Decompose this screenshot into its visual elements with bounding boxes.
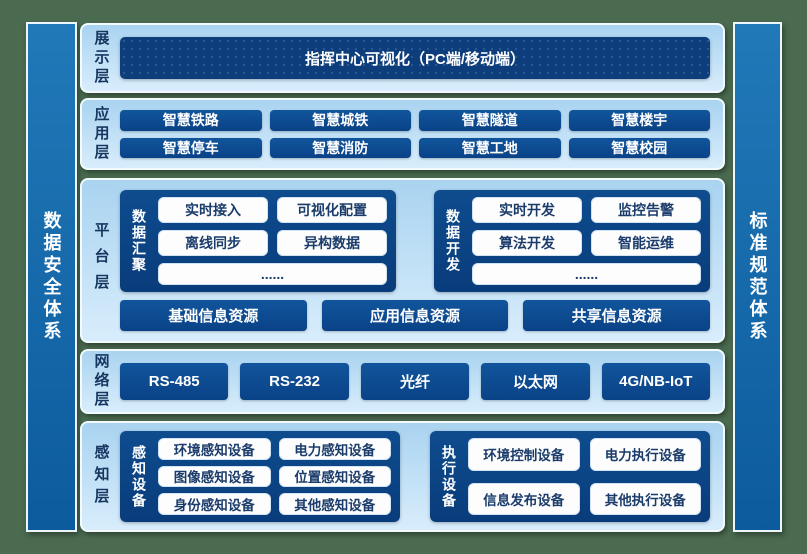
layer-panel-platform: 平台层 数据汇聚 实时接入 可视化配置 离线同步 异构数据 ...... [80,178,725,343]
network-item: RS-485 [120,363,229,400]
platform-stack: 数据汇聚 实时接入 可视化配置 离线同步 异构数据 ...... 数据开发 实时… [120,190,710,331]
platform-layer-content: 数据汇聚 实时接入 可视化配置 离线同步 异构数据 ...... 数据开发 实时… [120,180,723,341]
network-layer-content: RS-485 RS-232 光纤 以太网 4G/NB-IoT [120,351,723,412]
layer-panel-display: 展示层 指挥中心可视化（PC端/移动端） [80,23,725,93]
display-layer-label-col: 展示层 [82,25,120,91]
sensing-device-item: 身份感知设备 [158,493,271,515]
data-aggregation-group: 数据汇聚 实时接入 可视化配置 离线同步 异构数据 ...... [120,190,396,292]
application-layer-label: 应用层 [92,105,110,163]
platform-groups-row: 数据汇聚 实时接入 可视化配置 离线同步 异构数据 ...... 数据开发 实时… [120,190,710,292]
data-security-bar-label: 数据安全体系 [41,211,62,343]
network-item: RS-232 [240,363,349,400]
platform-item: 异构数据 [277,230,387,256]
app-item: 智慧消防 [269,137,411,158]
sensing-device-item: 其他感知设备 [278,493,391,515]
app-item: 智慧校园 [568,137,710,158]
sensing-devices-group: 感知设备 环境感知设备 电力感知设备 图像感知设备 位置感知设备 身份感知设备 … [120,431,400,522]
sensing-devices-grid: 环境感知设备 电力感知设备 图像感知设备 位置感知设备 身份感知设备 其他感知设… [158,438,391,515]
app-item: 智慧停车 [120,137,262,158]
perception-layer-label-col: 感知层 [82,423,120,530]
execution-device-item: 信息发布设备 [468,482,580,515]
standards-bar: 标准规范体系 [733,22,782,532]
information-resources-row: 基础信息资源 应用信息资源 共享信息资源 [120,300,710,331]
platform-item-more: ...... [158,263,387,285]
sensing-device-item: 电力感知设备 [278,438,391,460]
platform-layer-label: 平台层 [92,221,110,300]
command-center-visualization-box: 指挥中心可视化（PC端/移动端） [120,37,710,79]
execution-devices-label: 执行设备 [441,444,457,509]
platform-item-more: ...... [472,263,701,285]
network-layer-label: 网络层 [92,353,110,410]
network-item: 光纤 [360,363,470,400]
standards-bar-label: 标准规范体系 [747,211,768,343]
application-grid: 智慧铁路 智慧城铁 智慧隧道 智慧楼宇 智慧停车 智慧消防 智慧工地 智慧校园 [120,110,710,158]
platform-item: 可视化配置 [277,197,387,223]
sensing-device-item: 位置感知设备 [278,465,391,488]
perception-groups-row: 感知设备 环境感知设备 电力感知设备 图像感知设备 位置感知设备 身份感知设备 … [120,431,710,522]
data-security-bar: 数据安全体系 [26,22,77,532]
app-item: 智慧隧道 [419,110,561,131]
platform-item: 实时接入 [158,197,268,223]
app-item: 智慧铁路 [120,110,262,131]
platform-item: 算法开发 [472,230,582,256]
execution-devices-grid: 环境控制设备 电力执行设备 信息发布设备 其他执行设备 [468,438,701,515]
execution-device-item: 电力执行设备 [589,438,701,471]
data-development-label: 数据开发 [445,209,461,273]
perception-layer-label: 感知层 [92,443,110,510]
network-item: 以太网 [481,363,590,400]
network-layer-label-col: 网络层 [82,351,120,412]
display-layer-label: 展示层 [92,29,110,87]
application-layer-label-col: 应用层 [82,100,120,168]
sensing-device-item: 环境感知设备 [158,438,271,460]
platform-layer-label-col: 平台层 [82,180,120,341]
application-layer-content: 智慧铁路 智慧城铁 智慧隧道 智慧楼宇 智慧停车 智慧消防 智慧工地 智慧校园 [120,100,723,168]
app-item: 智慧工地 [419,137,561,158]
layer-panel-application: 应用层 智慧铁路 智慧城铁 智慧隧道 智慧楼宇 智慧停车 智慧消防 智慧工地 智… [80,98,725,170]
display-layer-content: 指挥中心可视化（PC端/移动端） [120,25,723,91]
app-item: 智慧楼宇 [568,110,710,131]
data-development-grid: 实时开发 监控告警 算法开发 智能运维 ...... [472,197,701,285]
resource-item: 应用信息资源 [321,300,509,331]
sensing-device-item: 图像感知设备 [158,465,271,488]
execution-device-item: 其他执行设备 [589,482,701,515]
app-item: 智慧城铁 [269,110,411,131]
execution-device-item: 环境控制设备 [468,438,580,471]
resource-item: 基础信息资源 [120,300,307,331]
data-aggregation-label: 数据汇聚 [131,209,147,273]
sensing-devices-label: 感知设备 [131,444,147,509]
network-grid: RS-485 RS-232 光纤 以太网 4G/NB-IoT [120,363,710,400]
data-development-group: 数据开发 实时开发 监控告警 算法开发 智能运维 ...... [434,190,710,292]
platform-item: 监控告警 [591,197,701,223]
platform-item: 离线同步 [158,230,268,256]
execution-devices-group: 执行设备 环境控制设备 电力执行设备 信息发布设备 其他执行设备 [430,431,710,522]
layer-panel-network: 网络层 RS-485 RS-232 光纤 以太网 4G/NB-IoT [80,349,725,414]
resource-item: 共享信息资源 [523,300,710,331]
perception-layer-content: 感知设备 环境感知设备 电力感知设备 图像感知设备 位置感知设备 身份感知设备 … [120,423,723,530]
data-aggregation-grid: 实时接入 可视化配置 离线同步 异构数据 ...... [158,197,387,285]
platform-item: 智能运维 [591,230,701,256]
platform-item: 实时开发 [472,197,582,223]
network-item: 4G/NB-IoT [601,363,710,400]
layer-panel-perception: 感知层 感知设备 环境感知设备 电力感知设备 图像感知设备 位置感知设备 身份感… [80,421,725,532]
